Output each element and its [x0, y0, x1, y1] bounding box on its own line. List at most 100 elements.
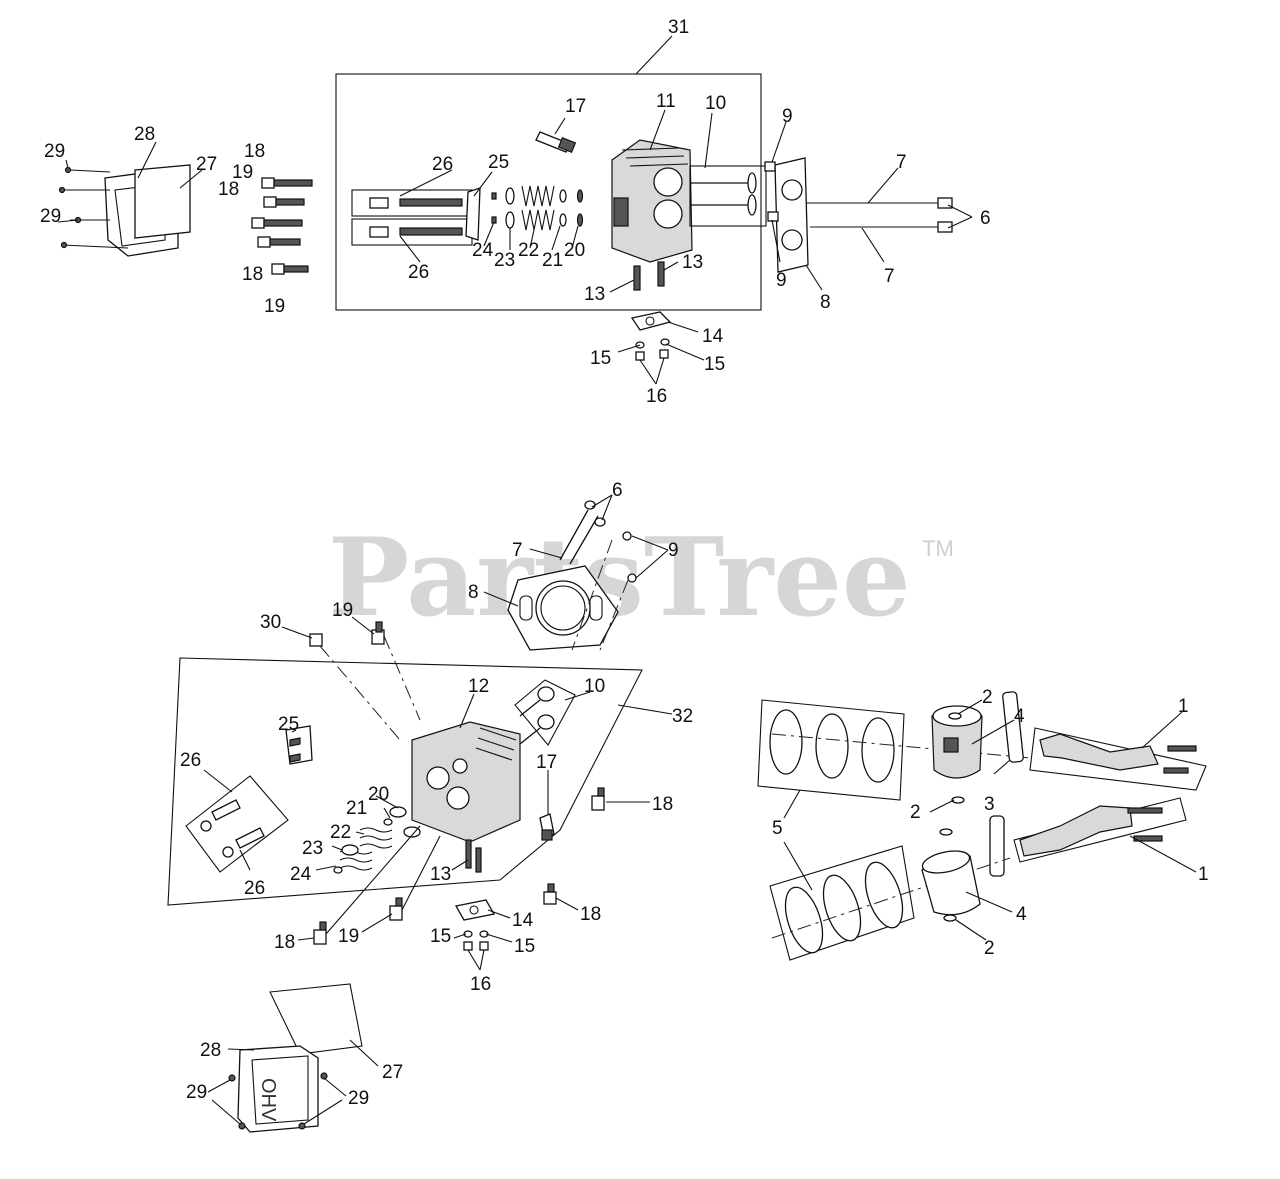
- callout-29-lower: 29: [40, 206, 61, 227]
- callout-16: 16: [646, 386, 667, 407]
- bottom-valves: [514, 679, 576, 746]
- bottom-callouts: 6 7 9 8 30 19 12 10 32 25 26 26 21 20 22…: [180, 480, 693, 1109]
- callout-b26-lower: 26: [244, 878, 265, 899]
- callout-b17: 17: [536, 752, 557, 773]
- top-leaders: [57, 109, 973, 385]
- bottom-rocker-parts: [185, 725, 313, 873]
- callout-23: 23: [494, 250, 515, 271]
- piston-upper: [931, 705, 983, 804]
- callout-b25: 25: [278, 714, 299, 735]
- callout-p2-b: 2: [910, 802, 921, 823]
- callout-b7: 7: [512, 540, 523, 561]
- bottom-head-box: [167, 657, 643, 906]
- callout-19-b: 19: [264, 296, 285, 317]
- callout-18-b: 18: [218, 179, 239, 200]
- callout-25: 25: [488, 152, 509, 173]
- callout-b29-left: 29: [186, 1082, 207, 1103]
- watermark: PartsTree TM: [328, 515, 954, 641]
- ring-box-upper: [757, 699, 905, 801]
- callout-b10: 10: [584, 676, 605, 697]
- ohv-logo-lettering: OHV: [257, 1078, 279, 1122]
- top-valve-cover: [58, 164, 191, 257]
- callout-b22: 22: [330, 822, 351, 843]
- callout-18-c: 18: [242, 264, 263, 285]
- callout-26-lower: 26: [408, 262, 429, 283]
- bottom-assembly: OHV: [167, 480, 693, 1133]
- bottom-leaders: [203, 494, 669, 1125]
- callout-b9: 9: [668, 540, 679, 561]
- piston-pin-lower: [989, 815, 1005, 877]
- callout-b24: 24: [290, 864, 312, 885]
- callout-26-upper: 26: [432, 154, 453, 175]
- callout-b13: 13: [430, 864, 451, 885]
- top-exhaust-hardware: [630, 261, 672, 361]
- callout-b18-left: 18: [274, 932, 295, 953]
- callout-p5: 5: [772, 818, 783, 839]
- callout-b23: 23: [302, 838, 323, 859]
- callout-20: 20: [564, 240, 585, 261]
- callout-b28: 28: [200, 1040, 221, 1061]
- callout-b6: 6: [612, 480, 623, 501]
- piston-lower: [921, 828, 981, 922]
- callout-22: 22: [518, 240, 539, 261]
- callout-13-left: 13: [584, 284, 605, 305]
- callout-9-upper: 9: [782, 106, 793, 127]
- top-spark-plug: [535, 131, 577, 154]
- callout-b30: 30: [260, 612, 281, 633]
- callout-18-a: 18: [244, 141, 265, 162]
- top-rocker-arms: [351, 187, 481, 246]
- callout-17: 17: [565, 96, 586, 117]
- callout-b8: 8: [468, 582, 479, 603]
- callout-p4-upper: 4: [1014, 706, 1025, 727]
- callout-7-upper: 7: [896, 152, 907, 173]
- callout-b12: 12: [468, 676, 489, 697]
- ring-box-lower: [769, 845, 915, 961]
- top-push-rods: [806, 197, 953, 233]
- callout-b19-lower: 19: [338, 926, 359, 947]
- callout-14: 14: [702, 326, 724, 347]
- callout-p1-lower: 1: [1198, 864, 1209, 885]
- piston-callouts: 2 4 1 5 2 3 1 4 2: [772, 687, 1209, 959]
- top-callouts: 31 17 11 10 9 9 7 7 6 8 26 26 25 24 23 2…: [40, 17, 991, 407]
- callout-6: 6: [980, 208, 991, 229]
- bottom-spark-plug: [539, 813, 555, 841]
- bottom-upper-bolts: [309, 539, 629, 741]
- top-cylinder-head: [611, 139, 693, 263]
- callout-b14: 14: [512, 910, 534, 931]
- callout-31: 31: [668, 17, 689, 38]
- callout-b26-upper: 26: [180, 750, 201, 771]
- piston-assembly: 2 4 1 5 2 3 1 4 2: [757, 687, 1209, 961]
- callout-b15-right: 15: [514, 936, 535, 957]
- callout-b18-lower: 18: [580, 904, 601, 925]
- callout-29-upper: 29: [44, 141, 65, 162]
- callout-p1-upper: 1: [1178, 696, 1189, 717]
- callout-b19-upper: 19: [332, 600, 353, 621]
- watermark-trademark: TM: [922, 536, 954, 561]
- callout-15-left: 15: [590, 348, 611, 369]
- callout-b18-right: 18: [652, 794, 673, 815]
- watermark-text: PartsTree: [328, 515, 911, 641]
- callout-b27: 27: [382, 1062, 403, 1083]
- top-valves: [689, 165, 767, 227]
- callout-24: 24: [472, 240, 494, 261]
- callout-28: 28: [134, 124, 155, 145]
- callout-p2-c: 2: [984, 938, 995, 959]
- callout-10: 10: [705, 93, 726, 114]
- callout-b21: 21: [346, 798, 367, 819]
- callout-15-right: 15: [704, 354, 725, 375]
- callout-21: 21: [542, 250, 563, 271]
- callout-p2-a: 2: [982, 687, 993, 708]
- callout-19-a: 19: [232, 162, 253, 183]
- top-valve-springs: [491, 185, 584, 231]
- piston-leaders: [783, 699, 1197, 941]
- piston-pin-upper: [1002, 691, 1024, 763]
- top-assembly: 31 17 11 10 9 9 7 7 6 8 26 26 25 24 23 2…: [40, 17, 991, 407]
- callout-27: 27: [196, 154, 217, 175]
- bottom-head-gasket: [507, 565, 619, 651]
- callout-8: 8: [820, 292, 831, 313]
- leader-31-top: [635, 35, 673, 75]
- bottom-valve-cover: OHV: [228, 983, 363, 1133]
- callout-9-lower: 9: [776, 270, 787, 291]
- top-head-box: [335, 73, 762, 311]
